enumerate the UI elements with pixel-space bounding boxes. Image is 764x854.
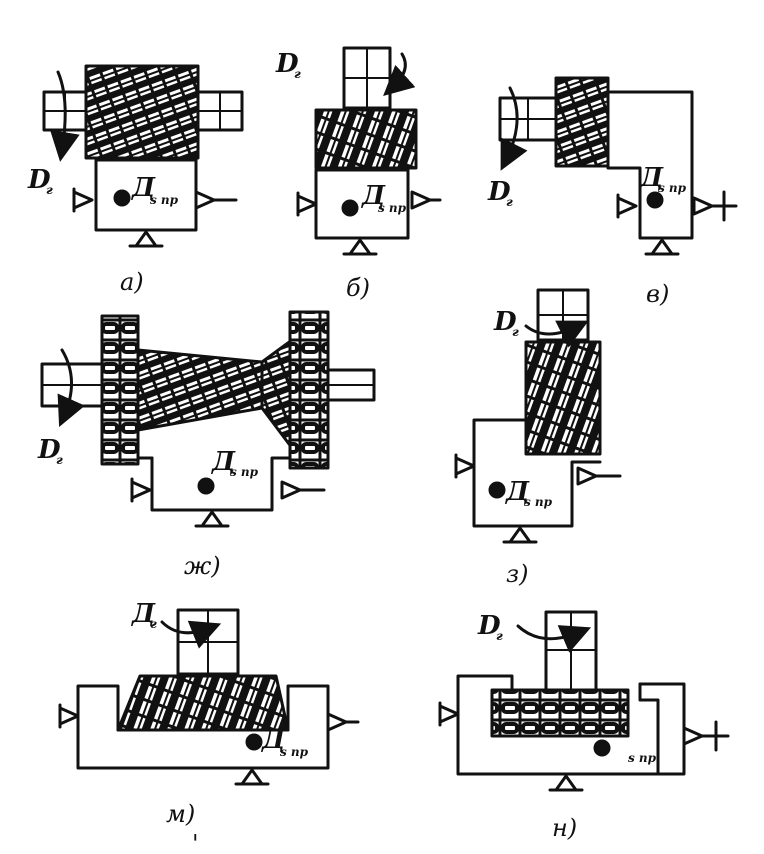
hob-cutter bbox=[84, 64, 200, 160]
label-dsmp-sub: s пр bbox=[150, 193, 179, 207]
workpiece-block bbox=[150, 456, 292, 512]
gear-cutter bbox=[314, 108, 418, 170]
label-dsmp: Д bbox=[130, 173, 156, 203]
scheme-m: Д г Д s пр м) ' bbox=[58, 599, 360, 854]
label-dsmp: Д bbox=[638, 163, 664, 193]
ring-cutter bbox=[490, 688, 630, 738]
caption-zh: ж) bbox=[184, 552, 221, 580]
workpiece-block bbox=[456, 674, 660, 776]
label-dr-sub: г bbox=[496, 629, 503, 643]
scheme-v: D г Д s пр в) bbox=[487, 76, 738, 308]
label-dr: D bbox=[37, 435, 61, 465]
label-dr: D bbox=[477, 611, 501, 641]
label-dsmp-sub: s пр bbox=[524, 495, 553, 509]
label-dr-sub: г bbox=[46, 183, 53, 197]
bevel-cutter bbox=[116, 674, 290, 732]
label-dr: D bbox=[275, 49, 299, 79]
helical-shaft bbox=[136, 348, 264, 432]
scheme-a: D г Д s пр а) bbox=[27, 64, 244, 296]
gear-right bbox=[288, 310, 330, 470]
label-dsmp: Д bbox=[260, 725, 286, 755]
cone-section bbox=[260, 338, 294, 450]
feed-point bbox=[593, 739, 611, 757]
feed-point bbox=[245, 733, 263, 751]
feed-point bbox=[488, 481, 506, 499]
support-right bbox=[194, 190, 216, 210]
label-dsmp-sub: s пр bbox=[280, 745, 309, 759]
caption-z: з) bbox=[506, 560, 528, 588]
feed-point bbox=[113, 189, 131, 207]
rotation-arrow bbox=[50, 70, 80, 162]
caption-a: а) bbox=[120, 268, 144, 296]
support-bottom bbox=[134, 230, 158, 248]
scheme-b: D г Д s пр б) bbox=[275, 46, 442, 302]
workpiece-block bbox=[76, 684, 330, 770]
feed-point bbox=[646, 191, 664, 209]
caption-v: в) bbox=[646, 280, 669, 308]
feed-point bbox=[197, 477, 215, 495]
label-dr-sub: г bbox=[56, 453, 63, 467]
scheme-zh: D г Д s пр ж) bbox=[37, 310, 376, 580]
caption-tick: ' bbox=[192, 830, 199, 854]
label-dr-sub: г bbox=[150, 617, 157, 631]
label-dr: D bbox=[27, 165, 51, 195]
caption-m: м) bbox=[166, 800, 195, 828]
label-dr-sub: г bbox=[294, 67, 301, 81]
label-dsmp: Д bbox=[360, 181, 386, 211]
scheme-z: D г Д s пр з) bbox=[454, 288, 622, 588]
scheme-n: D г s пр н) bbox=[438, 610, 730, 842]
support-left bbox=[72, 190, 94, 210]
gear-left bbox=[100, 314, 140, 466]
feed-point bbox=[341, 199, 359, 217]
label-dsmp: Д bbox=[210, 447, 236, 477]
label-dr-sub: г bbox=[512, 325, 519, 339]
label-dsmp-sub: s пр bbox=[658, 181, 687, 195]
workpiece-block bbox=[472, 418, 602, 528]
label-dsmp-sub: s пр bbox=[230, 465, 259, 479]
label-dsmp-sub: s пр bbox=[378, 201, 407, 215]
label-dr-sub: г bbox=[506, 195, 513, 209]
label-dr: D bbox=[493, 307, 517, 337]
gear-cutter bbox=[524, 340, 602, 456]
caption-n: н) bbox=[552, 814, 577, 842]
label-dsmp: Д bbox=[504, 477, 530, 507]
label-dsmp-sub: s пр bbox=[628, 751, 657, 765]
caption-b: б) bbox=[346, 274, 370, 302]
label-dr: D bbox=[487, 177, 511, 207]
fixture-body bbox=[606, 90, 694, 240]
gear-cutter bbox=[554, 76, 610, 168]
label-dr: Д bbox=[130, 599, 156, 629]
